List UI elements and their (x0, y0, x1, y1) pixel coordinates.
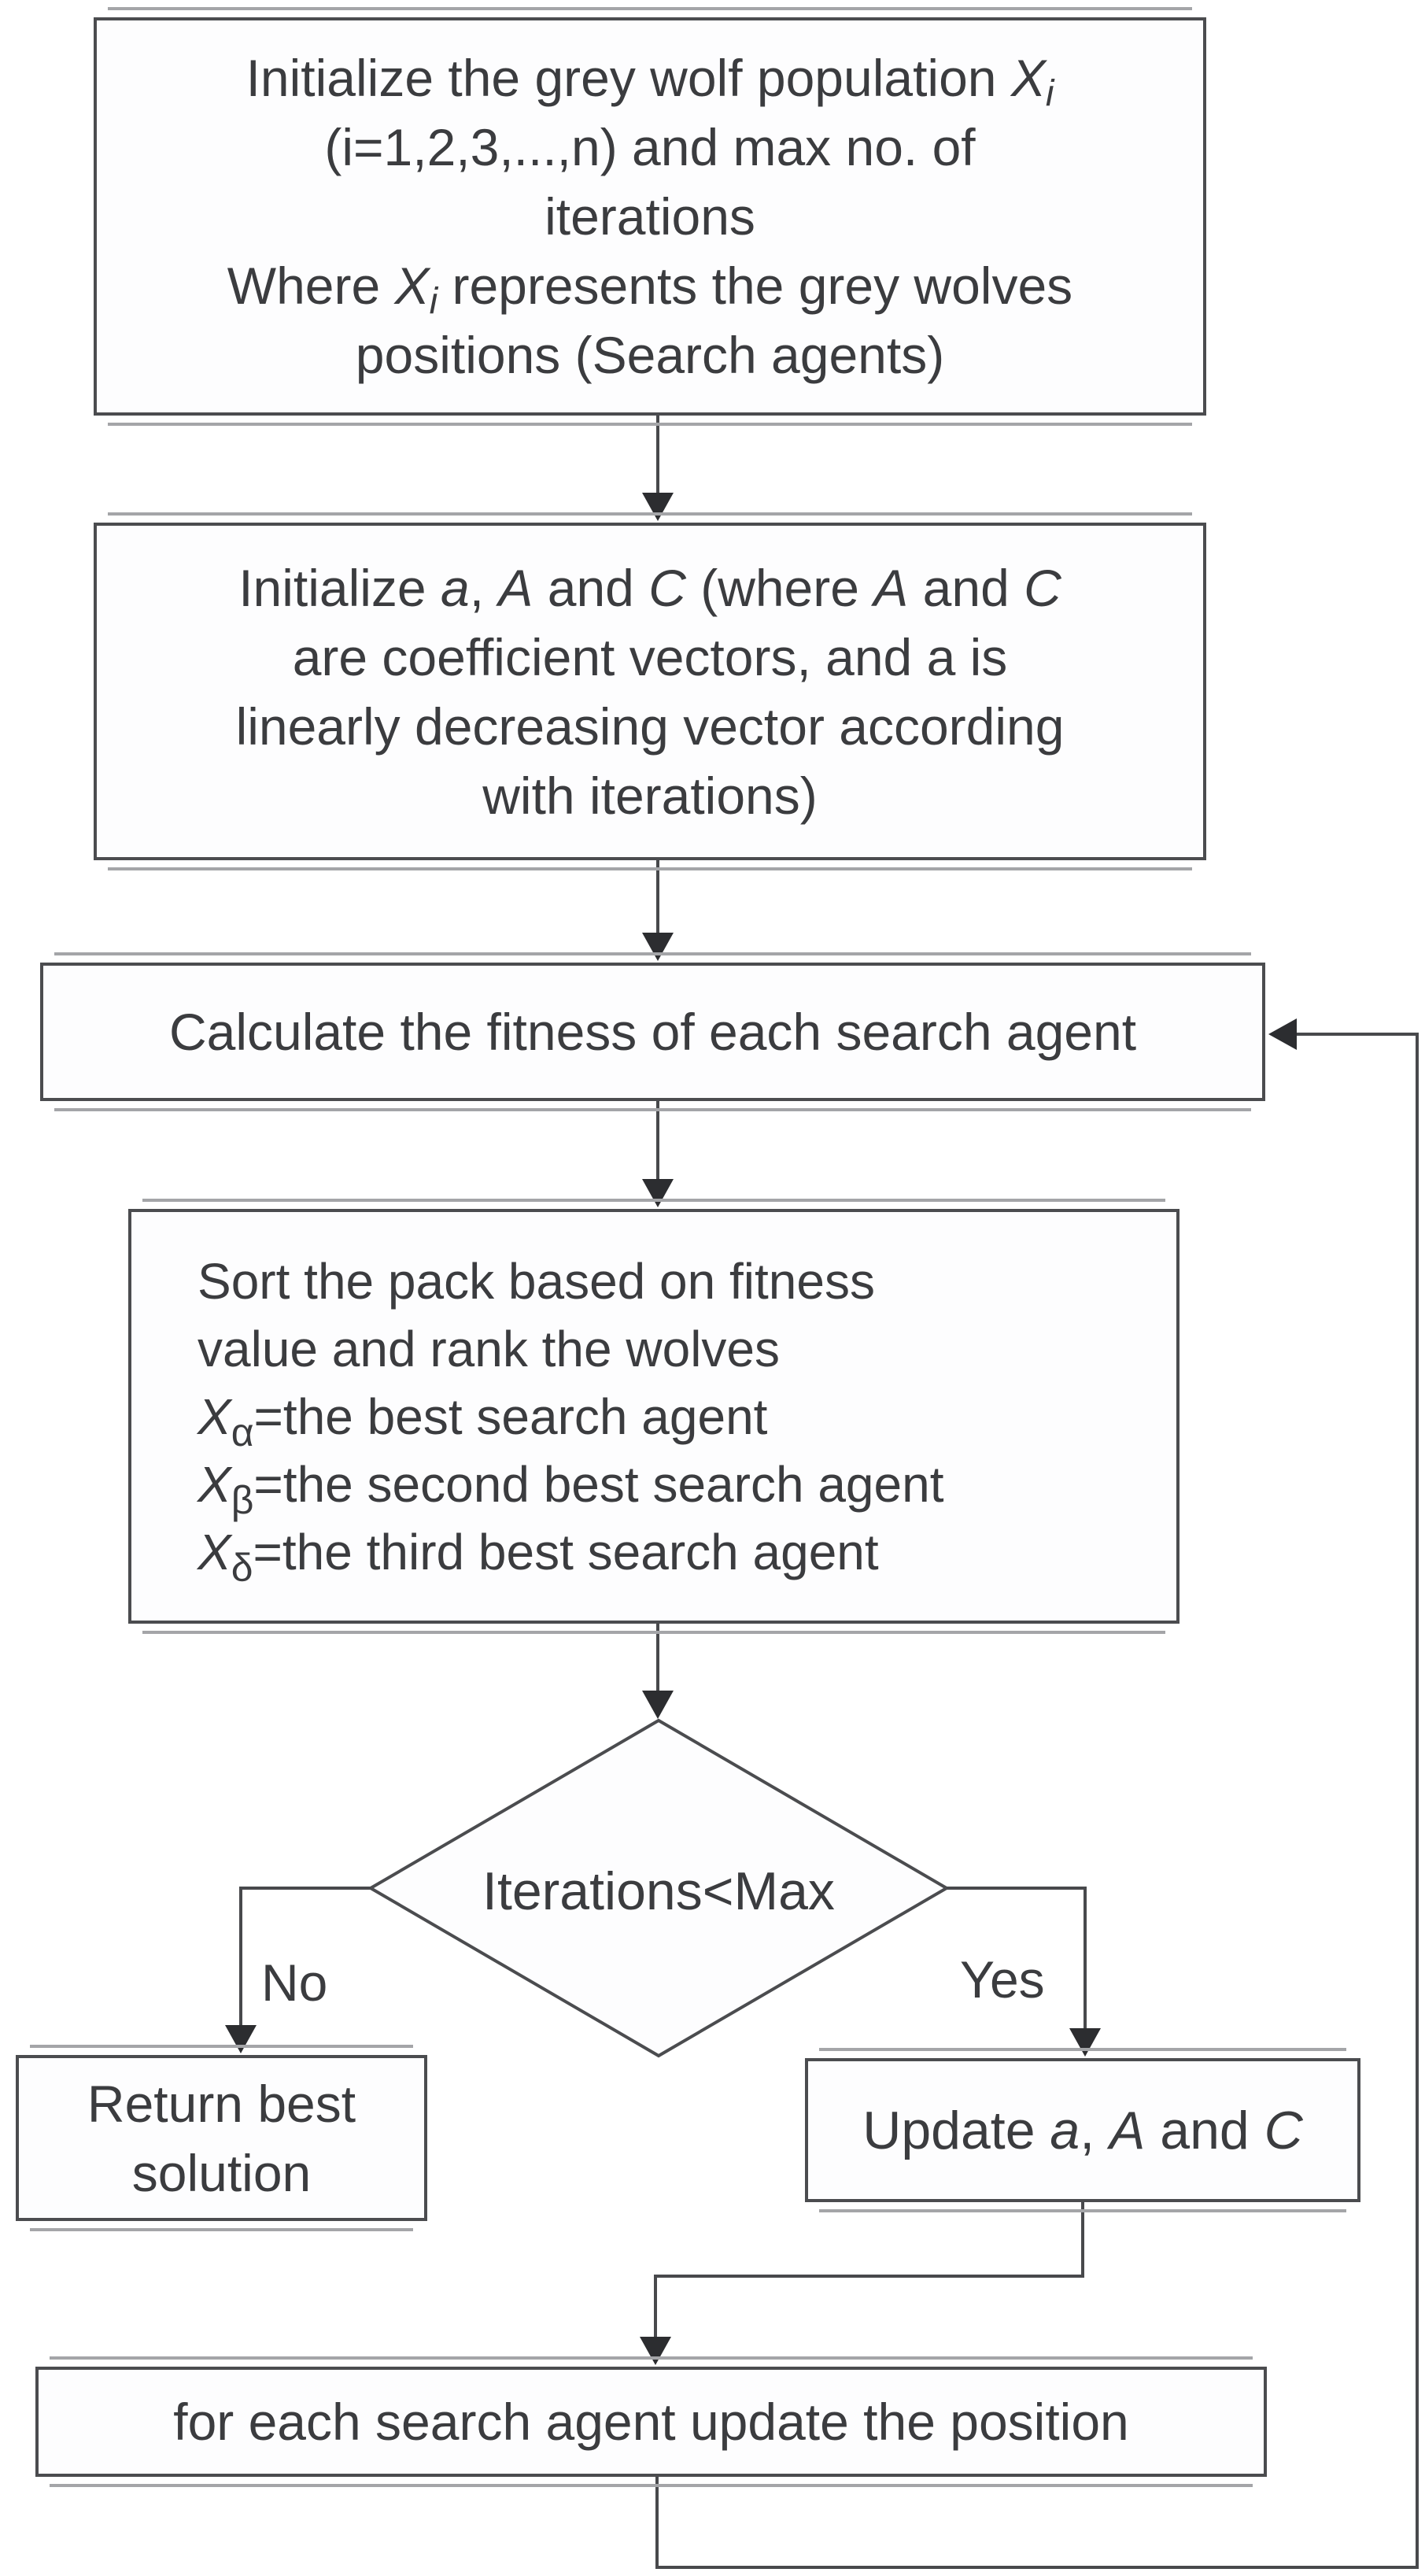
arrowhead-into-foreach (640, 2337, 671, 2365)
arrowhead-into-coeff (642, 493, 674, 521)
arrowhead-into-return (225, 2025, 257, 2053)
arrowhead-into-fitness (642, 933, 674, 961)
decision-label: Iterations<Max (482, 1861, 835, 1921)
connector-update-to-foreach (654, 2202, 1084, 2340)
connector-decision-yes-branch (947, 1887, 1087, 2031)
arrowhead-into-sort (642, 1179, 674, 1207)
connector-decision-no-branch (239, 1887, 371, 2028)
connector-feedback-loop (655, 1033, 1419, 2569)
arrowhead-into-decision (642, 1691, 674, 1719)
arrowhead-feedback-into-fitness (1268, 1018, 1297, 1050)
edge-label-yes: Yes (960, 1950, 1045, 2009)
node-update-coefficients: Update a, A and C (805, 2048, 1360, 2212)
arrowhead-into-update (1069, 2028, 1101, 2057)
decision-diamond-shape (367, 1718, 950, 2058)
edge-label-no: No (261, 1953, 328, 2012)
node-calculate-fitness: Calculate the fitness of each search age… (40, 952, 1265, 1111)
node-update-positions: for each search agent update the positio… (35, 2356, 1267, 2487)
node-initialize-population: Initialize the grey wolf population Xi(i… (94, 7, 1206, 426)
